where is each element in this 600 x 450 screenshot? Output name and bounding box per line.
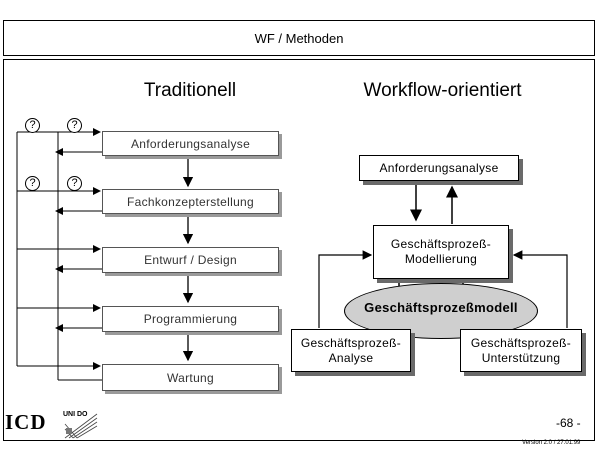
box-geschaeftsprozess-analyse: Geschäftsprozeß- Analyse: [291, 329, 411, 372]
model-ellipse-label: Geschäftsprozeßmodell: [364, 300, 518, 315]
slide-header: WF / Methoden: [3, 20, 595, 56]
box-label-line-1: Geschäftsprozeß-: [390, 237, 492, 251]
box-label: Anforderungsanalyse: [379, 160, 499, 175]
step-label: Programmierung: [143, 312, 238, 326]
version-text: Version 2.0 / 27.01.99: [522, 440, 581, 446]
box-geschaeftsprozess-unterstuetzung: Geschäftsprozeß- Unterstützung: [460, 329, 582, 372]
question-mark-icon: ?: [25, 176, 40, 191]
step-entwurf-design: Entwurf / Design: [102, 247, 279, 273]
uni-do-logo-text: UNI DO: [63, 411, 88, 418]
box-geschaeftsprozess-modellierung: Geschäftsprozeß- Modellierung: [373, 225, 509, 279]
step-anforderungsanalyse: Anforderungsanalyse: [102, 131, 279, 156]
question-mark-icon: ?: [67, 176, 82, 191]
step-label: Anforderungsanalyse: [130, 136, 251, 151]
box-label-line-2: Modellierung: [404, 252, 478, 266]
box-label-line-2: Unterstützung: [481, 350, 561, 365]
right-column-title: Workflow-orientiert: [363, 80, 522, 101]
icd-logo: ICD: [5, 410, 47, 434]
left-column-title: Traditionell: [143, 80, 237, 101]
step-label: Fachkonzepterstellung: [126, 194, 255, 209]
box-label-line-1: Geschäftsprozeß-: [470, 335, 572, 350]
page-number: -68 -: [556, 416, 581, 430]
slide-frame: [3, 59, 595, 441]
step-programmierung: Programmierung: [102, 306, 279, 332]
loop-support-to-model: [512, 250, 568, 328]
question-mark-icon: ?: [67, 118, 82, 133]
question-mark-icon: ?: [25, 118, 40, 133]
box-anforderungsanalyse: Anforderungsanalyse: [359, 155, 519, 181]
step-label: Wartung: [166, 370, 214, 385]
box-label-line-2: Analyse: [328, 350, 374, 365]
step-label: Entwurf / Design: [144, 253, 237, 267]
box-label-line-1: Geschäftsprozeß-: [300, 335, 402, 350]
step-fachkonzepterstellung: Fachkonzepterstellung: [102, 189, 279, 214]
step-wartung: Wartung: [102, 364, 279, 391]
slide-title: WF / Methoden: [254, 30, 344, 46]
uni-do-logo-icon: [64, 413, 98, 439]
loop-analysis-to-model: [318, 250, 373, 328]
